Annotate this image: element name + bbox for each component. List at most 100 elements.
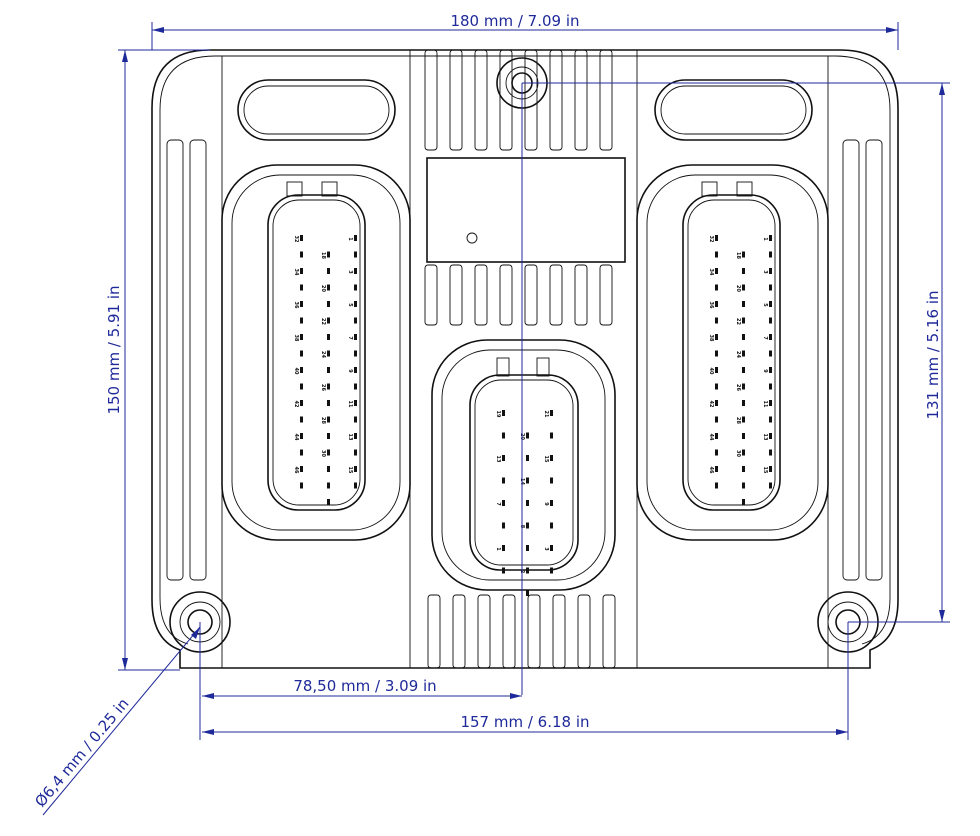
pin-label: 26	[320, 384, 326, 391]
pin	[769, 284, 772, 291]
pin	[769, 416, 772, 423]
pin	[742, 383, 745, 390]
pin	[502, 455, 505, 461]
pin	[327, 301, 330, 307]
pin	[502, 500, 505, 506]
pin	[550, 455, 553, 461]
connector-center	[431, 339, 616, 591]
pin	[327, 334, 330, 340]
pin	[502, 477, 505, 484]
fin	[599, 49, 613, 151]
pin	[769, 433, 772, 439]
dim-label-center-offset: 78,50 mm / 3.09 in	[293, 677, 436, 695]
pin	[526, 567, 529, 574]
pin	[300, 251, 303, 258]
marker-circle	[466, 232, 478, 244]
pin	[550, 522, 553, 529]
pin	[715, 367, 718, 373]
pin	[354, 466, 357, 472]
pin	[715, 482, 718, 489]
pin	[769, 301, 772, 307]
pin	[526, 522, 529, 529]
pin	[354, 268, 357, 274]
pin-label: 7	[495, 502, 501, 506]
label-area	[426, 157, 626, 263]
pin	[769, 383, 772, 390]
pin	[300, 416, 303, 423]
pin-label: 15	[347, 467, 353, 474]
pin	[769, 449, 772, 456]
dim-center-offset: 78,50 mm / 3.09 in	[202, 677, 522, 699]
pin-label: 36	[293, 302, 299, 309]
pin	[327, 350, 330, 357]
pin	[769, 268, 772, 274]
pin	[502, 410, 505, 416]
pin-label: 44	[708, 434, 714, 441]
pin	[327, 482, 330, 489]
pin-label: 13	[762, 434, 768, 441]
pin	[715, 317, 718, 324]
pin-label: 46	[708, 467, 714, 474]
fin	[602, 594, 616, 669]
fin	[449, 264, 463, 326]
dim-label-hole-horizontal: 157 mm / 6.18 in	[460, 713, 589, 731]
fin	[474, 49, 488, 151]
pin-label: 5	[347, 303, 353, 307]
pin-label: 40	[708, 368, 714, 375]
pin	[742, 449, 745, 456]
pin	[327, 416, 330, 423]
pin	[300, 400, 303, 406]
pin	[354, 251, 357, 258]
pin	[769, 317, 772, 324]
pin-label: 13	[495, 456, 501, 463]
fin	[574, 49, 588, 151]
pin	[354, 235, 357, 241]
pin-label: 21	[543, 411, 549, 418]
pin-label: 30	[320, 450, 326, 457]
pin	[327, 400, 330, 406]
pin-label: 7	[347, 336, 353, 340]
dim-label-height: 150 mm / 5.91 in	[105, 285, 123, 414]
pin	[354, 449, 357, 456]
pin-label: 3	[543, 547, 549, 551]
pin	[715, 350, 718, 357]
pin	[300, 301, 303, 307]
pin	[354, 482, 357, 489]
pin	[715, 416, 718, 423]
pin	[715, 251, 718, 258]
pin	[550, 432, 553, 439]
pin	[550, 410, 553, 416]
pin	[327, 466, 330, 472]
pin-label: 9	[347, 369, 353, 373]
pin	[742, 268, 745, 274]
pin	[526, 590, 529, 596]
pin	[715, 284, 718, 291]
pin	[300, 466, 303, 472]
fin	[424, 49, 438, 151]
pin	[300, 383, 303, 390]
pin-label: 32	[708, 236, 714, 243]
pin	[550, 500, 553, 506]
pin	[354, 383, 357, 390]
pin	[300, 350, 303, 357]
pin-label: 5	[762, 303, 768, 307]
fin	[574, 264, 588, 326]
pin-label: 9	[543, 502, 549, 506]
fin	[527, 594, 541, 669]
dim-hole-horizontal: 157 mm / 6.18 in	[202, 713, 848, 735]
pin	[526, 500, 529, 506]
fin	[427, 594, 441, 669]
pin-label: 28	[735, 417, 741, 424]
pin-label: 42	[293, 401, 299, 408]
pin	[502, 545, 505, 551]
fin	[474, 264, 488, 326]
cooling-fins	[166, 49, 883, 669]
fin	[599, 264, 613, 326]
pin-label: 22	[320, 318, 326, 325]
dim-label-hole-vertical: 131 mm / 5.16 in	[924, 290, 942, 419]
pin	[327, 268, 330, 274]
pin-label: 44	[293, 434, 299, 441]
pin	[742, 433, 745, 439]
pin	[327, 499, 330, 505]
